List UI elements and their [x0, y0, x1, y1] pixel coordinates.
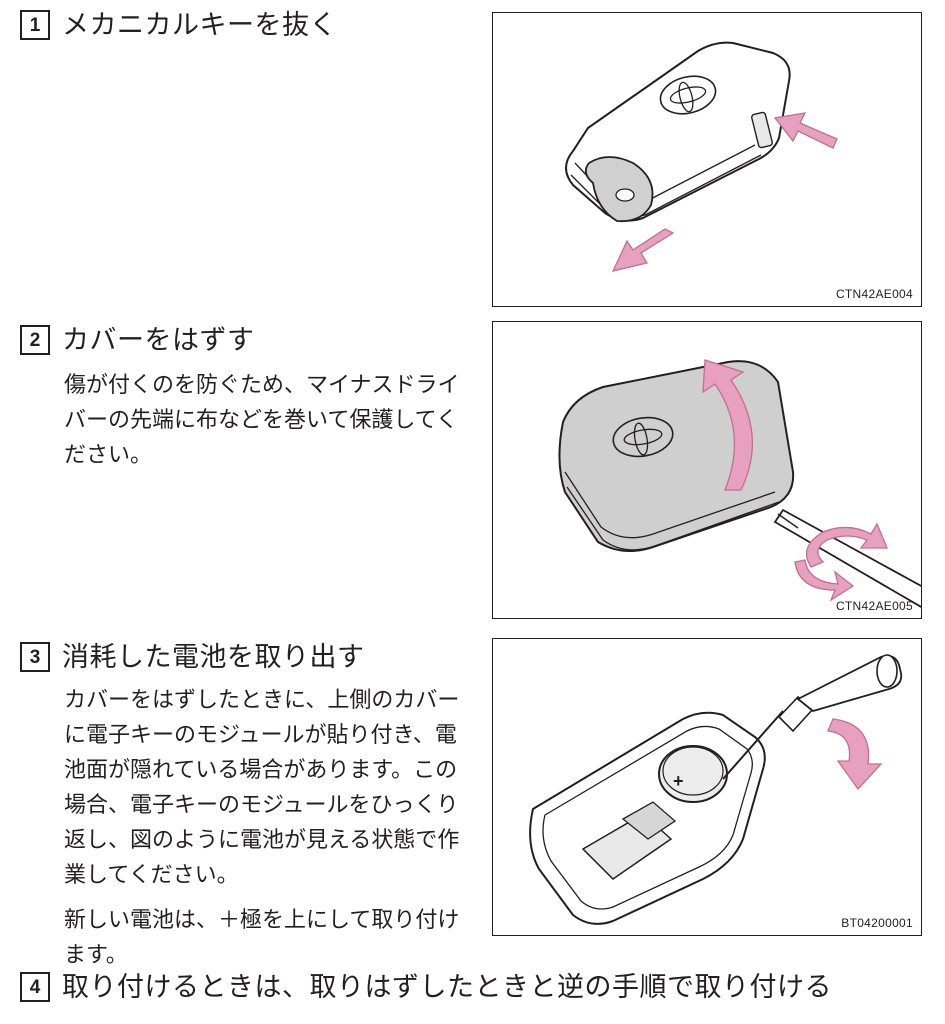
instruction-text: 新しい電池は、＋極を上にして取り付けます。: [64, 908, 460, 968]
battery-removal-illustration: +: [529, 654, 903, 925]
step-title: メカニカルキーを抜く: [62, 9, 337, 41]
step-1-heading: 1 メカニカルキーを抜く: [20, 10, 337, 40]
push-arrow: [773, 112, 838, 149]
key-fob-illustration: [565, 41, 838, 272]
step-2-heading: 2 カバーをはずす: [20, 325, 255, 355]
pull-arrow: [611, 228, 675, 272]
figure-remove-mechanical-key: CTN42AE004: [492, 12, 922, 307]
figure-code: CTN42AE004: [835, 287, 913, 301]
twist-arrow: [805, 522, 888, 568]
step-title: カバーをはずす: [62, 324, 255, 356]
instruction-text: カバーをはずしたときに、上側のカバーに電子キーのモジュールが貼り付き、電池面が隠…: [64, 688, 460, 888]
step-3-heading: 3 消耗した電池を取り出す: [20, 642, 365, 672]
battery-plus-mark: +: [673, 771, 684, 791]
step-4-heading: 4 取り付けるときは、取りはずしたときと逆の手順で取り付ける: [20, 972, 832, 1002]
step-number: 3: [20, 642, 50, 672]
figure-code: CTN42AE005: [835, 599, 913, 613]
step-number: 1: [20, 10, 50, 40]
screwdriver: [773, 508, 921, 608]
figure-remove-battery: + BT04200001: [492, 638, 922, 936]
pry-arrow: [827, 718, 883, 791]
step-title: 取り付けるときは、取りはずしたときと逆の手順で取り付ける: [62, 971, 832, 1003]
step-3-body: カバーをはずしたときに、上側のカバーに電子キーのモジュールが貼り付き、電池面が隠…: [64, 683, 476, 973]
step-number: 2: [20, 325, 50, 355]
cover-removal-illustration: [558, 359, 921, 608]
step-title: 消耗した電池を取り出す: [62, 641, 365, 673]
battery: [658, 745, 728, 803]
lift-arrow: [702, 359, 754, 491]
figure-code: BT04200001: [841, 916, 913, 930]
step-2-body: 傷が付くのを防ぐため、マイナスドライバーの先端に布などを巻いて保護してください。: [64, 368, 476, 473]
step-number: 4: [20, 972, 50, 1002]
figure-remove-cover: CTN42AE005: [492, 321, 922, 619]
instruction-text: 傷が付くのを防ぐため、マイナスドライバーの先端に布などを巻いて保護してください。: [64, 373, 460, 468]
